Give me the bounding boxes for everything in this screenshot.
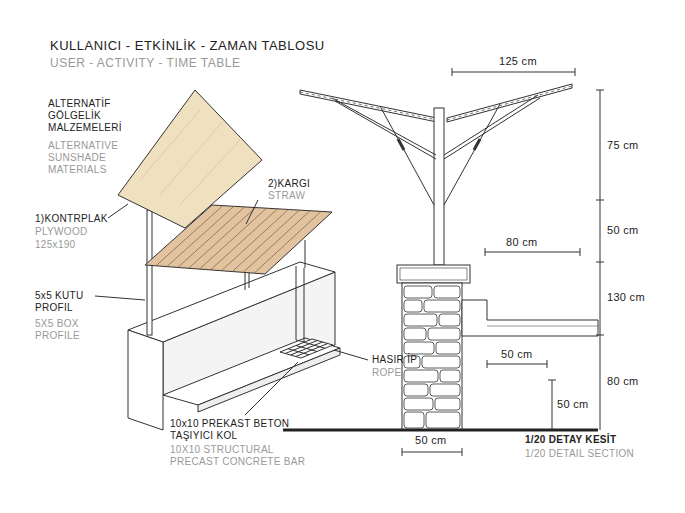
material-label: 2)KARGI [268,178,310,190]
dimension: 130 cm [606,291,646,304]
section-title: 1/20 DETAY KESİT [525,434,616,446]
heading-label: ALTERNATİF GÖLGELİK MALZEMELERİ [48,98,128,134]
panel-size: 125x190 [35,239,75,251]
dimension: 50 cm [606,224,639,237]
dimension: 75 cm [606,139,639,152]
part-label: HASIR İP [372,354,417,366]
dimension: 50 cm [500,348,533,361]
material-translation: STRAW [268,190,305,202]
material-translation: PLYWOOD [35,226,87,238]
part-translation: ROPE [372,367,402,379]
subtitle: USER - ACTIVITY - TIME TABLE [50,56,240,70]
material-label: 1)KONTRPLAK [35,213,108,225]
part-label: 5x5 KUTU PROFIL [35,290,115,314]
section-translation: 1/20 DETAIL SECTION [525,448,634,460]
dimension: 50 cm [414,434,447,447]
diagram-title: KULLANICI - ETKİNLİK - ZAMAN TABLOSU [50,38,325,53]
dimension: 125 cm [498,55,538,68]
part-translation: 10X10 STRUCTURAL PRECAST CONCRETE BAR [170,444,320,468]
dimension: 80 cm [505,236,538,249]
heading-translation: ALTERNATIVE SUNSHADE MATERIALS [48,140,128,176]
dimension: 80 cm [606,375,639,388]
part-translation: 5X5 BOX PROFILE [35,318,115,342]
part-label: 10x10 PREKAST BETON TAŞIYICI KOL [170,418,310,442]
dimension: 50 cm [556,398,589,411]
